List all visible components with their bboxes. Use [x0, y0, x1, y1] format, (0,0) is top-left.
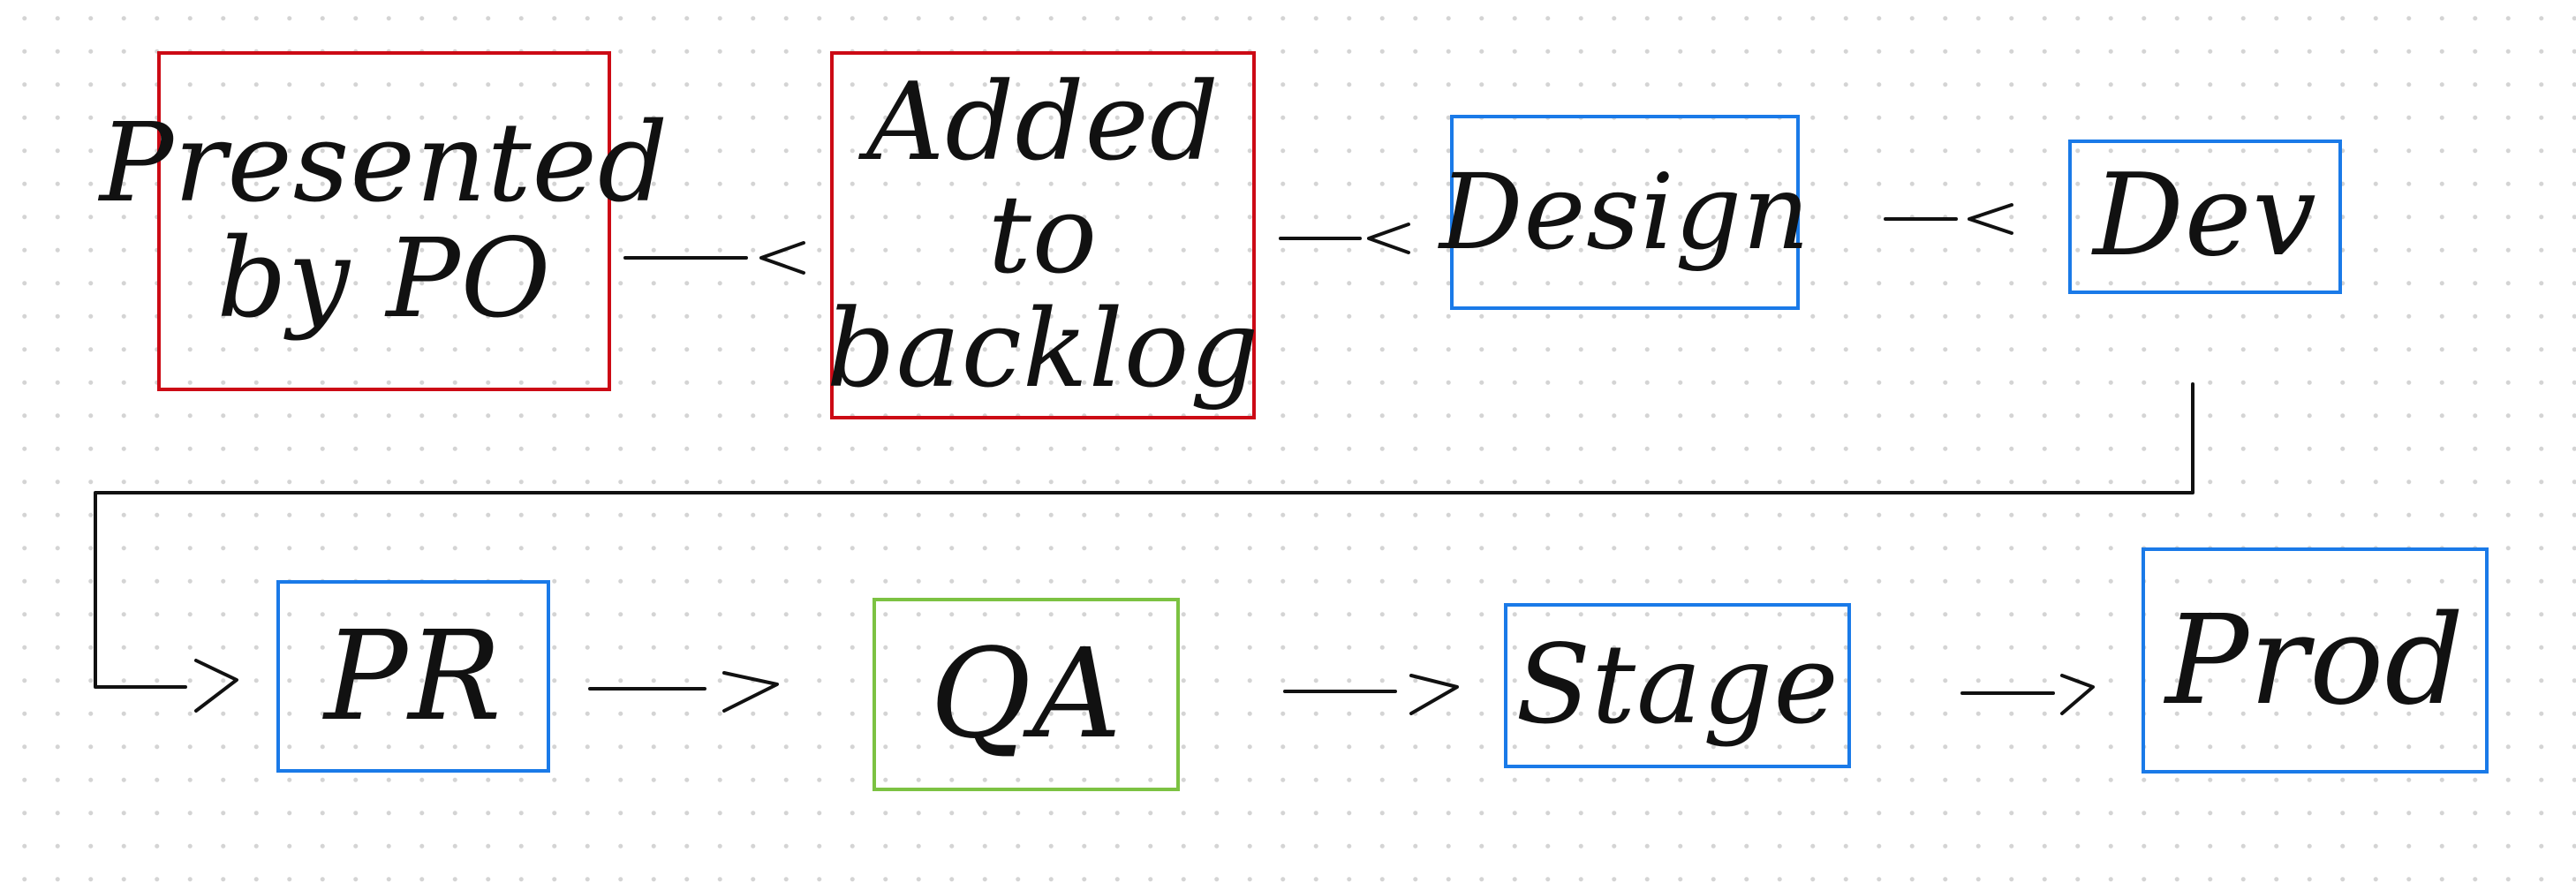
arrow-presented-to-backlog	[623, 241, 805, 275]
arrow-backlog-to-design	[1279, 223, 1410, 254]
box-stage: Stage	[1504, 603, 1851, 768]
box-pr: PR	[276, 580, 550, 773]
arrow-pr-to-qa	[588, 671, 779, 713]
box-qa: QA	[873, 598, 1180, 791]
box-prod: Prod	[2142, 547, 2489, 774]
box-dev: Dev	[2068, 140, 2342, 294]
label-pr: PR	[324, 604, 502, 749]
connector-dev-to-pr	[94, 382, 2195, 713]
box-presented-by-po: Presented by PO	[100, 51, 668, 391]
label-qa: QA	[930, 623, 1122, 766]
label-dev: Dev	[2093, 150, 2317, 283]
box-added-to-backlog: Added to backlog	[827, 51, 1258, 419]
box-design: Design	[1439, 115, 1809, 310]
arrow-stage-to-prod	[1960, 674, 2095, 715]
label-stage: Stage	[1515, 622, 1839, 750]
label-presented-by-po: Presented by PO	[99, 100, 669, 343]
arrow-design-to-dev	[1884, 203, 2013, 235]
label-prod: Prod	[2164, 588, 2466, 733]
label-added-to-backlog: Added to backlog	[826, 59, 1260, 411]
label-design: Design	[1439, 150, 1811, 273]
arrow-qa-to-stage	[1283, 674, 1459, 715]
